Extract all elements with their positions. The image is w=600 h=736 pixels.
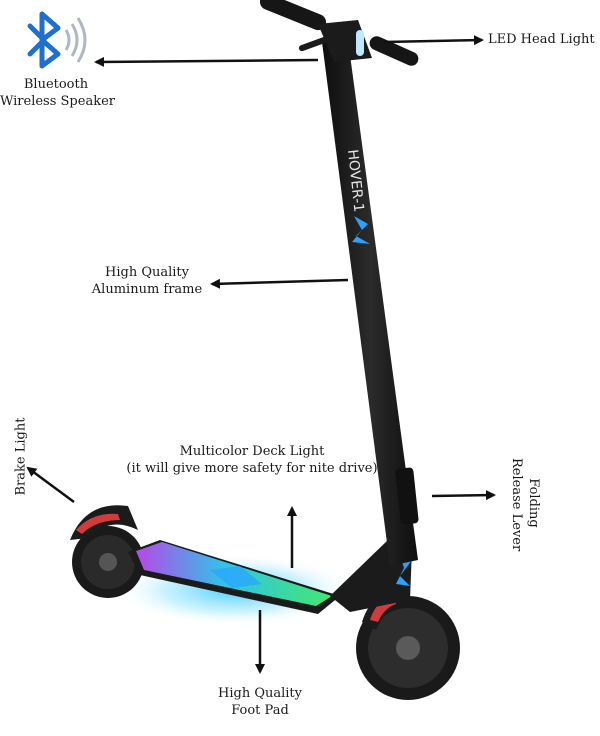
- folding-latch: [395, 467, 419, 525]
- bluetooth-speaker-icon: [27, 11, 87, 69]
- brake-lever: [298, 34, 334, 52]
- front-wheel: [356, 586, 460, 700]
- deck: [128, 540, 340, 614]
- callout-foot-pad: High Quality Foot Pad: [200, 685, 320, 719]
- brake-light: [76, 513, 120, 534]
- callout-foot-line1: High Quality: [218, 686, 302, 701]
- callout-led-text: LED Head Light: [488, 32, 595, 47]
- arrow-frame: [210, 278, 349, 289]
- callout-brake: Brake Light: [13, 418, 30, 496]
- callout-bluetooth: Bluetooth Wireless Speaker: [0, 76, 115, 110]
- stem-brand-text: HOVER-1: [344, 149, 366, 213]
- arrow-led: [383, 35, 484, 46]
- callout-folding: Folding Release Lever: [508, 458, 542, 552]
- callout-brake-text: Brake Light: [13, 417, 29, 496]
- callout-folding-line2: Release Lever: [509, 458, 524, 552]
- callout-foot-line2: Foot Pad: [231, 703, 289, 718]
- callout-deck-line1: Multicolor Deck Light: [179, 444, 325, 459]
- head-light: [356, 30, 364, 56]
- callout-bluetooth-line2: Wireless Speaker: [0, 94, 115, 109]
- arrow-bluetooth: [94, 56, 319, 67]
- callout-deck: Multicolor Deck Light (it will give more…: [82, 443, 422, 477]
- rear-fender: [70, 505, 138, 540]
- callout-frame: High Quality Aluminum frame: [62, 264, 232, 298]
- rear-wheel: [72, 526, 144, 598]
- arrow-brake: [26, 466, 75, 504]
- handlebar: [259, 0, 419, 66]
- callout-deck-line2: (it will give more safety for nite drive…: [126, 461, 378, 476]
- callout-folding-line1: Folding: [526, 478, 541, 528]
- callout-bluetooth-line1: Bluetooth: [23, 77, 89, 92]
- stem-brand-logo: [352, 216, 370, 244]
- callout-frame-line2: Aluminum frame: [91, 282, 203, 297]
- arrow-folding: [431, 490, 496, 501]
- steering-stem: [322, 40, 418, 566]
- callout-frame-line1: High Quality: [105, 265, 189, 280]
- callout-led: LED Head Light: [488, 31, 598, 48]
